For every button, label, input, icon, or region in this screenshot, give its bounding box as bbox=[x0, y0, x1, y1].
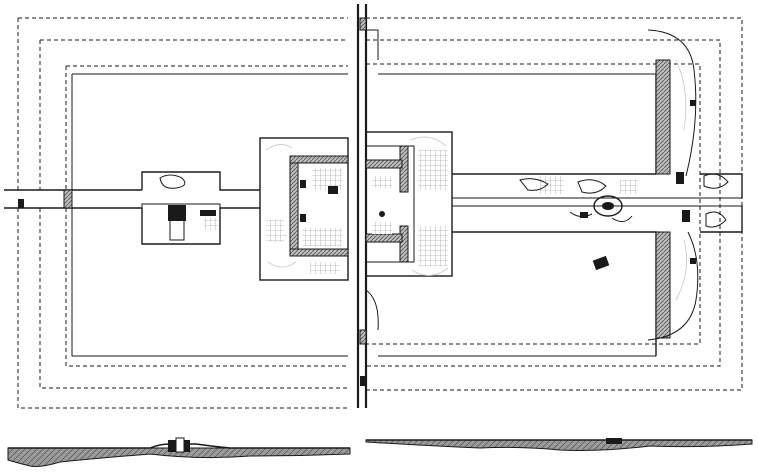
east-court-wall-south bbox=[399, 225, 409, 263]
east-central-court bbox=[365, 131, 453, 277]
mound-outline bbox=[159, 174, 186, 189]
east-enclosure-outlines bbox=[366, 17, 743, 391]
west-causeway bbox=[4, 171, 260, 245]
east-end-walls bbox=[647, 29, 729, 341]
west-gate-block bbox=[63, 189, 73, 209]
west-forecourt-structure bbox=[141, 203, 221, 245]
west-section-profile bbox=[7, 437, 351, 467]
north-end-wall bbox=[655, 59, 671, 175]
west-enclosure-outlines bbox=[17, 17, 348, 409]
sheet-divider bbox=[356, 4, 379, 408]
east-causeway bbox=[452, 74, 743, 356]
west-gate-post bbox=[18, 199, 24, 208]
central-pit bbox=[593, 195, 623, 217]
east-section-profile bbox=[365, 438, 753, 451]
west-court-wall bbox=[289, 155, 299, 257]
section-pit-fill bbox=[606, 438, 622, 444]
isolated-block bbox=[592, 255, 610, 271]
altar-block bbox=[168, 205, 186, 221]
west-inner-court bbox=[259, 137, 349, 281]
east-court-wall-north bbox=[399, 145, 409, 193]
south-end-wall bbox=[655, 231, 671, 339]
